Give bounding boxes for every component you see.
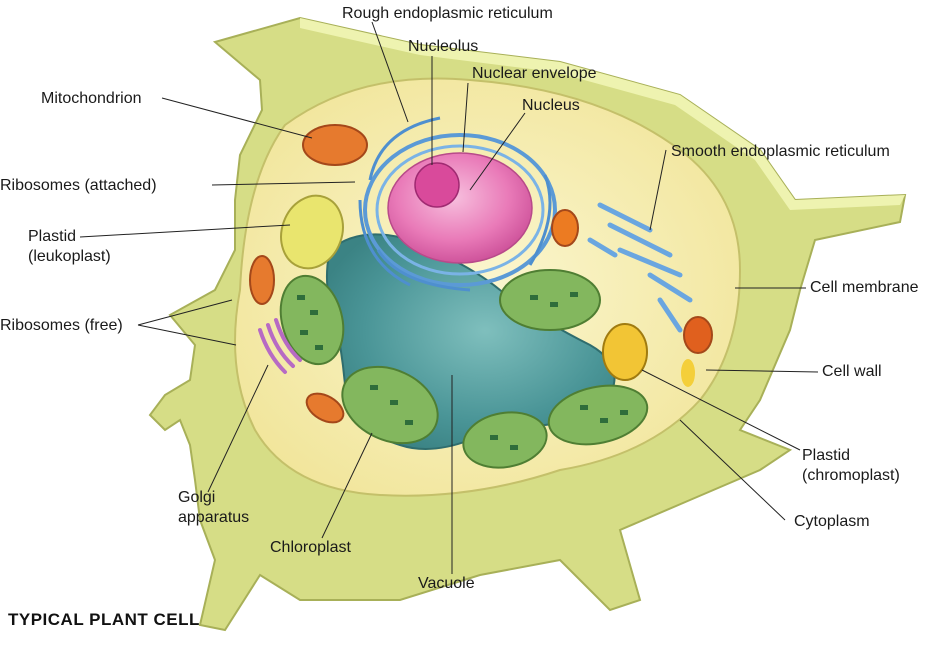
- leader-lines: [79, 21, 819, 574]
- label-rough-er: Rough endoplasmic reticulum: [342, 5, 553, 22]
- smooth-er-shape: [587, 202, 693, 333]
- label-nuclear-envelope: Nuclear envelope: [472, 65, 597, 82]
- label-mitochondrion: Mitochondrion: [41, 90, 142, 107]
- label-plastid-leukoplast: Plastid: [28, 228, 77, 245]
- label-golgi: Golgi: [178, 489, 216, 506]
- label-cell-membrane: Cell membrane: [810, 279, 919, 296]
- label-chloroplast: Chloroplast: [270, 539, 351, 556]
- rough-er-shape: [358, 116, 552, 292]
- label-nucleolus: Nucleolus: [408, 38, 479, 55]
- label-cytoplasm: Cytoplasm: [794, 513, 870, 530]
- label-plastid-chromoplast: Plastid: [802, 447, 851, 464]
- chloroplast-shapes: [279, 269, 649, 469]
- leukoplast-shape: [280, 194, 344, 270]
- chromoplast-shape: [602, 323, 648, 381]
- label-leukoplast: (leukoplast): [28, 248, 111, 265]
- thylakoid-stacks: [297, 292, 628, 450]
- mitochondrion-shapes: [249, 124, 713, 424]
- diagram-title: TYPICAL PLANT CELL: [8, 610, 200, 629]
- yellow-vesicle: [681, 359, 695, 387]
- golgi-shape: [258, 318, 302, 374]
- label-smooth-er: Smooth endoplasmic reticulum: [671, 143, 890, 160]
- label-ribosomes-attached: Ribosomes (attached): [0, 177, 157, 194]
- label-golgi-apparatus: apparatus: [178, 509, 250, 526]
- label-nucleus: Nucleus: [522, 97, 580, 114]
- nucleus-shape: [363, 133, 557, 287]
- label-chromoplast: (chromoplast): [802, 467, 900, 484]
- label-cell-wall: Cell wall: [822, 363, 882, 380]
- label-vacuole: Vacuole: [418, 575, 475, 592]
- label-ribosomes-free: Ribosomes (free): [0, 317, 123, 334]
